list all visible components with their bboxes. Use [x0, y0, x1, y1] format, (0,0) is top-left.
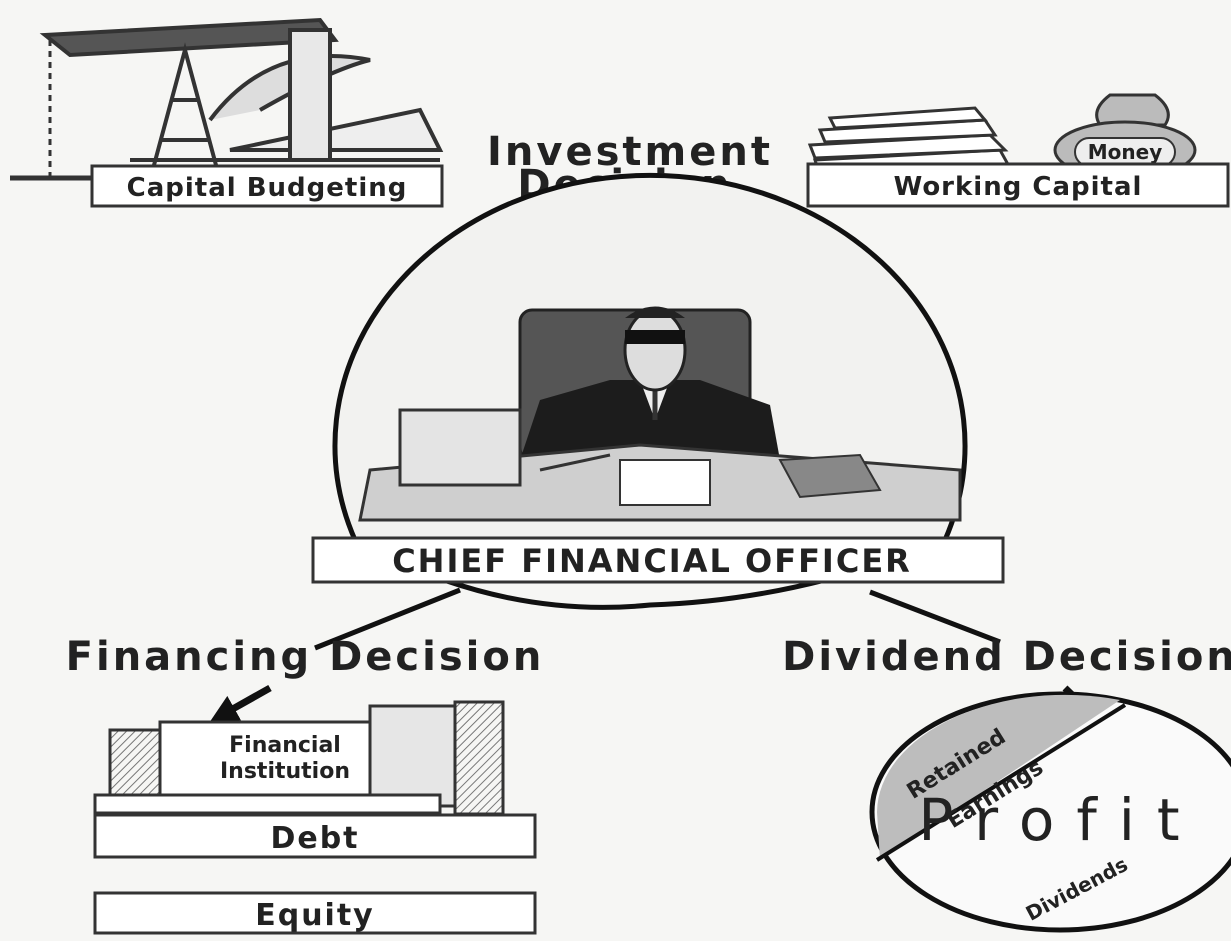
buildings-illustration — [93, 700, 505, 816]
capital-budgeting-label: Capital Budgeting — [127, 173, 408, 203]
equity-box — [93, 891, 537, 935]
debt-box — [93, 813, 537, 859]
working-capital-box — [806, 162, 1230, 208]
cfo-box — [311, 536, 1005, 584]
working-capital-label: Working Capital — [894, 172, 1143, 202]
investment-decision-line1: Investment — [487, 129, 773, 175]
retained-earnings-segment — [877, 694, 1120, 860]
financing-connector — [314, 587, 461, 651]
cfo-label: CHIEF FINANCIAL OFFICER — [392, 542, 912, 580]
dividend-connector — [869, 589, 1001, 645]
profit-label: Profit — [918, 786, 1201, 854]
financial-institution-line2: Institution — [220, 759, 350, 784]
financial-institution-line1: Financial — [229, 733, 341, 758]
equity-label: Equity — [255, 898, 375, 933]
money-label: Money — [1088, 140, 1162, 164]
capital-budgeting-box — [90, 164, 444, 208]
debt-label: Debt — [270, 821, 359, 856]
financing-arrow — [209, 684, 272, 722]
cfo-illustration — [358, 306, 962, 522]
oil-pump-jack-illustration — [10, 17, 444, 181]
dividend-decision-label: Dividend Decision — [782, 634, 1231, 680]
profit-divider-line — [875, 703, 1127, 862]
financing-decision-label: Financing Decision — [66, 634, 545, 680]
